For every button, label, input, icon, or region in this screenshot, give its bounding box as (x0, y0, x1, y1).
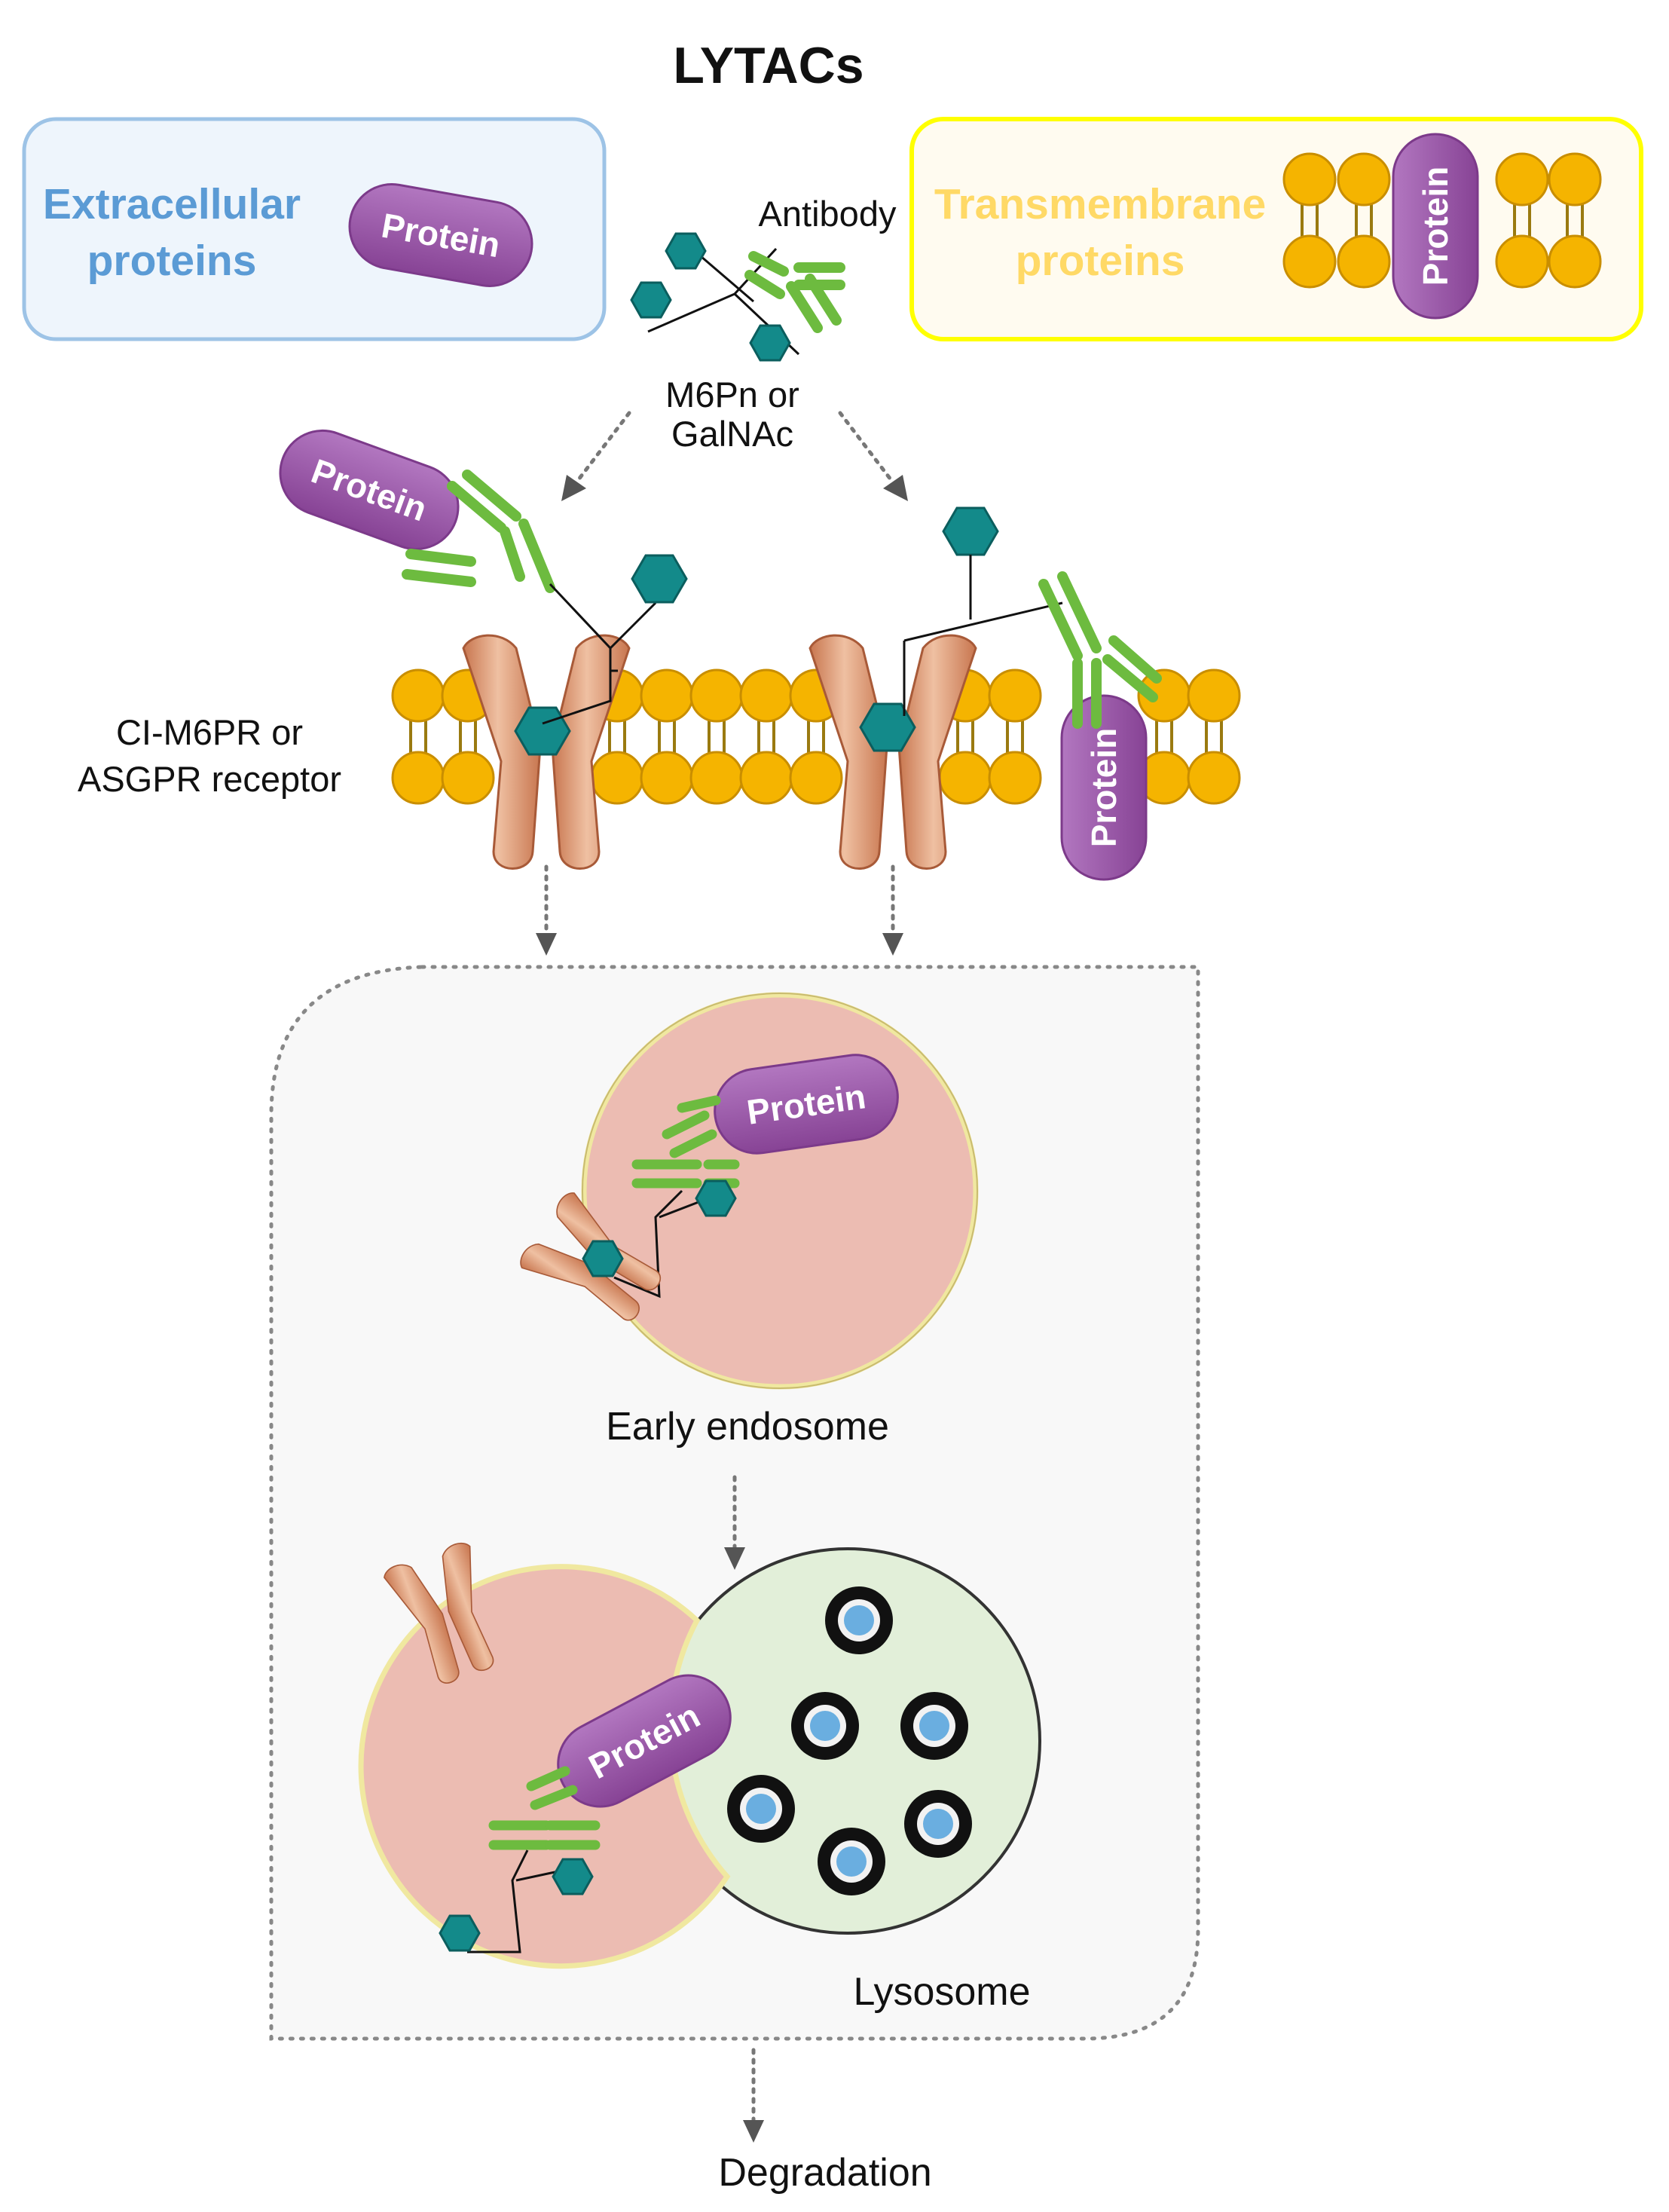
arrow-down-right (882, 864, 903, 956)
receptor-label-2: ASGPR receptor (78, 759, 341, 799)
lipid-pair (689, 668, 744, 805)
antibody-icon (1038, 571, 1162, 729)
lipid-pair (1187, 668, 1241, 805)
transmembrane-label: Transmembrane (934, 180, 1266, 228)
ligand-icon (665, 232, 707, 270)
receptor-label: CI-M6PR or (116, 712, 303, 752)
arrow-left (561, 411, 631, 501)
lipid-pair (640, 668, 694, 805)
ligand-icon (552, 1858, 594, 1895)
transmembrane-proteins-panel: Transmembrane proteins Protein (909, 117, 1643, 341)
receptor-right (809, 634, 977, 870)
early-endosome-label: Early endosome (606, 1405, 889, 1449)
ligand-icon (582, 1240, 624, 1277)
lipid-pair (391, 668, 445, 805)
extracellular-label-2: proteins (87, 237, 257, 285)
ligand-icon (439, 1914, 481, 1952)
ligand-label-2: GalNAc (671, 414, 793, 454)
lipid-pair (739, 668, 793, 805)
transmembrane-label-2: proteins (1016, 237, 1185, 285)
antibody-icon (488, 1766, 601, 1850)
arrow-degradation (743, 2048, 764, 2143)
protein-label: Protein (1084, 728, 1123, 847)
arrow-right (838, 411, 908, 501)
receptor-left (462, 634, 631, 870)
transmembrane-complex: Protein (903, 506, 1162, 881)
ligand-icon (631, 554, 688, 604)
antibody-label: Antibody (759, 194, 897, 234)
protein-label: Protein (1416, 167, 1455, 286)
early-endosome: Protein (515, 992, 979, 1390)
arrow-down-left (536, 864, 557, 956)
ligand-icon (749, 324, 791, 362)
antibody-icon (402, 470, 555, 593)
diagram-title: LYTACs (673, 37, 864, 94)
extracellular-complex: Protein (267, 418, 688, 725)
ligand-label: M6Pn or (665, 375, 799, 415)
protein-shape-tm: Protein (1392, 133, 1479, 320)
protein-shape: Protein (341, 176, 540, 294)
ligand-icon (942, 506, 999, 556)
lysosome-label: Lysosome (853, 1970, 1030, 2014)
lipid-pair (988, 668, 1042, 805)
antibody-icon (744, 251, 845, 333)
ligand-icon (630, 281, 672, 319)
degradation-label: Degradation (718, 2151, 931, 2195)
late-endosome: Protein (358, 1564, 747, 1969)
extracellular-proteins-panel: Extracellular proteins Protein (22, 117, 607, 341)
arrow-endosome-down (724, 1475, 745, 1570)
ligand-icon (695, 1179, 737, 1217)
extracellular-label: Extracellular (43, 180, 301, 228)
lytac-molecule: Antibody M6Pn or GalNAc (630, 194, 897, 454)
